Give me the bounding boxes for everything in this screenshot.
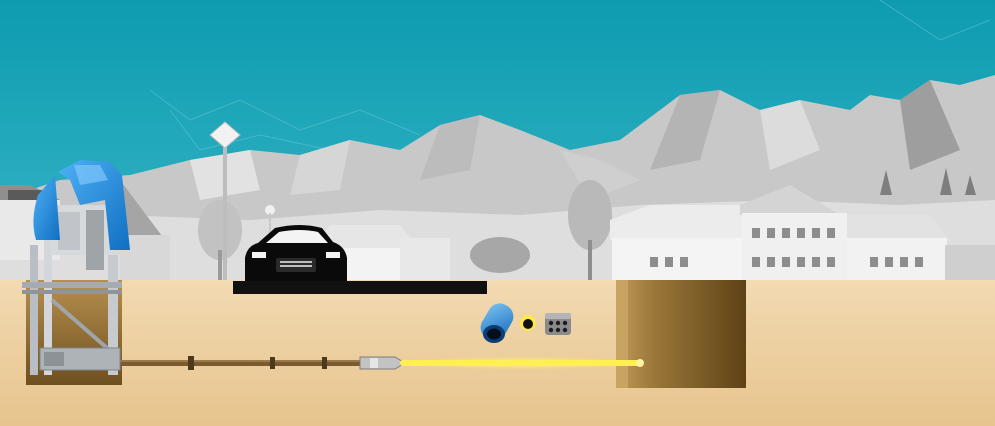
- receiving-pit: [616, 280, 746, 388]
- road: [233, 281, 487, 294]
- cable-icon: [520, 315, 536, 331]
- bore-path-icon: [400, 356, 644, 370]
- drill-head-icon: [360, 357, 405, 369]
- multi-duct-icon: [545, 313, 571, 335]
- ground: [0, 280, 995, 426]
